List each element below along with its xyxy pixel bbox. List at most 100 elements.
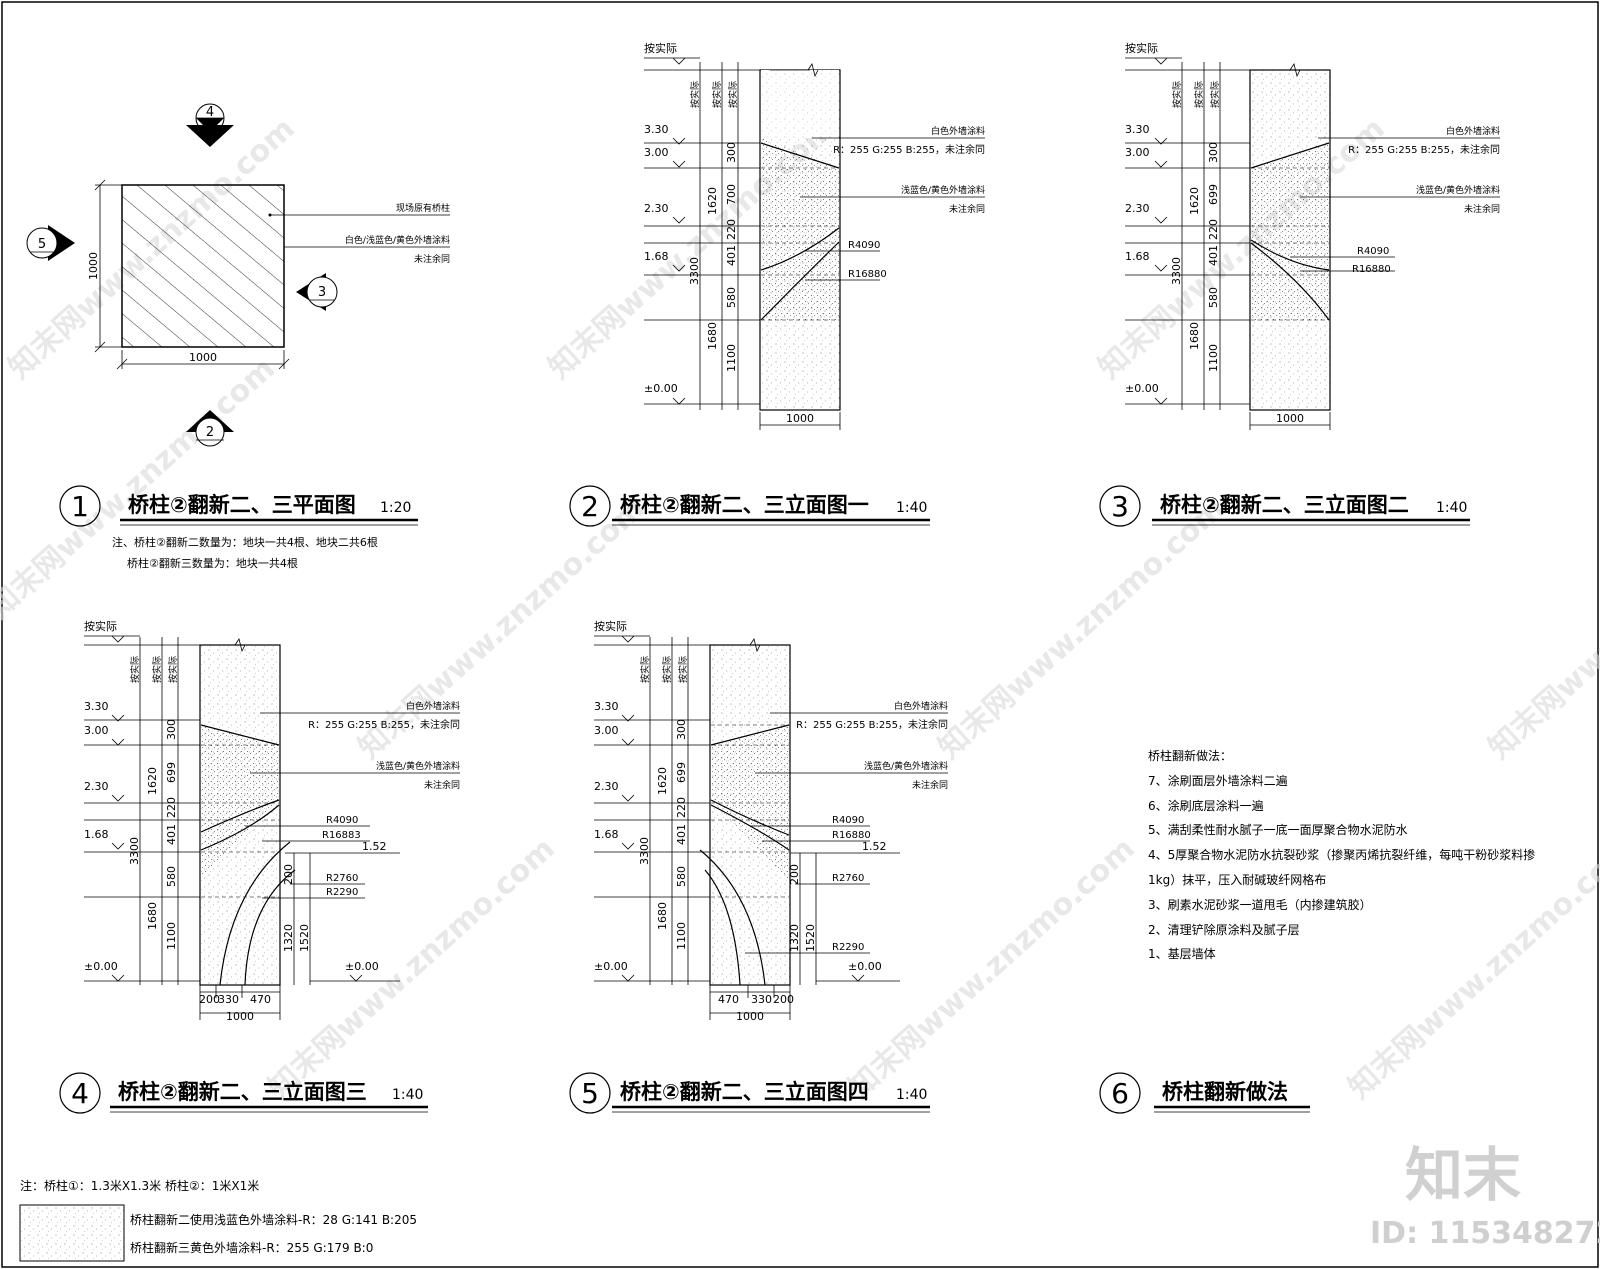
watermark: 知末网www.znzmo.com <box>262 831 562 1106</box>
elevation-2: 按实际 3.30 3.00 2.30 1.68 ±0.00 按实际 按实际 按实… <box>1125 41 1500 430</box>
svg-text:2.30: 2.30 <box>84 780 109 793</box>
svg-text:220: 220 <box>725 219 738 240</box>
svg-text:2.30: 2.30 <box>644 202 669 215</box>
section-mark-2: 2 <box>186 410 234 447</box>
svg-text:R2760: R2760 <box>832 873 864 884</box>
method-step: 1、基层墙体 <box>1148 947 1216 961</box>
svg-text:桥柱②翻新二、三立面图一: 桥柱②翻新二、三立面图一 <box>620 493 869 517</box>
svg-text:3300: 3300 <box>638 837 651 865</box>
plan-dim-width: 1000 <box>189 351 217 364</box>
svg-text:未注余同: 未注余同 <box>1464 203 1500 215</box>
svg-text:按实际: 按实际 <box>661 656 673 683</box>
svg-text:1:40: 1:40 <box>896 1087 927 1103</box>
brand-id: ID: 1153482720 <box>1370 1216 1600 1251</box>
watermark: 知末网www.znzmo.com <box>1342 831 1600 1106</box>
svg-text:R：255 G:255 B:255，未注余同: R：255 G:255 B:255，未注余同 <box>833 143 985 156</box>
svg-text:6: 6 <box>1111 1077 1129 1110</box>
svg-text:1.68: 1.68 <box>594 828 619 841</box>
section-title-3: 3 桥柱②翻新二、三立面图二 1:40 <box>1099 485 1470 527</box>
svg-text:300: 300 <box>675 719 688 740</box>
svg-text:1000: 1000 <box>226 1010 254 1023</box>
svg-text:220: 220 <box>675 797 688 818</box>
label-paint: 白色/浅蓝色/黄色外墙涂料 <box>345 234 450 246</box>
svg-text:1000: 1000 <box>736 1010 764 1023</box>
svg-text:1320: 1320 <box>282 924 295 952</box>
svg-text:2: 2 <box>581 490 599 523</box>
svg-text:330: 330 <box>751 993 772 1006</box>
svg-text:±0.00: ±0.00 <box>644 382 678 395</box>
svg-text:按实际: 按实际 <box>129 656 141 683</box>
bottom-note: 注：桥柱①：1.3米X1.3米 桥柱②：1米X1米 <box>20 1178 259 1193</box>
svg-text:按实际: 按实际 <box>1209 81 1221 108</box>
svg-text:1000: 1000 <box>786 412 814 425</box>
svg-text:699: 699 <box>675 762 688 783</box>
svg-text:R4090: R4090 <box>848 240 880 251</box>
svg-text:按实际: 按实际 <box>151 656 163 683</box>
svg-text:1100: 1100 <box>1207 344 1220 372</box>
legend-item: 桥柱翻新二使用浅蓝色外墙涂料-R：28 G:141 B:205 <box>130 1212 417 1227</box>
svg-text:1620: 1620 <box>706 187 719 215</box>
svg-text:3300: 3300 <box>688 257 701 285</box>
svg-text:2.30: 2.30 <box>594 780 619 793</box>
svg-text:1680: 1680 <box>146 902 159 930</box>
svg-text:1100: 1100 <box>675 922 688 950</box>
svg-text:按实际: 按实际 <box>84 619 117 633</box>
svg-text:按实际: 按实际 <box>167 656 179 683</box>
watermark: 知末网www.znzmo.com <box>1482 491 1600 766</box>
svg-text:浅蓝色/黄色外墙涂料: 浅蓝色/黄色外墙涂料 <box>864 760 948 772</box>
method-step: 3、刷素水泥砂浆一道甩毛（内掺建筑胶） <box>1148 897 1372 912</box>
method-step: 2、清理铲除原涂料及腻子层 <box>1148 922 1300 937</box>
svg-text:401: 401 <box>675 824 688 845</box>
svg-text:R4090: R4090 <box>1357 246 1389 257</box>
svg-text:未注余同: 未注余同 <box>949 203 985 215</box>
svg-text:R：255 G:255 B:255，未注余同: R：255 G:255 B:255，未注余同 <box>308 718 460 731</box>
svg-text:R2760: R2760 <box>326 873 358 884</box>
svg-text:3.30: 3.30 <box>84 700 109 713</box>
svg-text:1.68: 1.68 <box>1125 250 1150 263</box>
svg-text:1520: 1520 <box>804 924 817 952</box>
method-step: 6、涂刷底层涂料一遍 <box>1148 798 1264 813</box>
legend-item: 桥柱翻新三黄色外墙涂料-R：255 G:179 B:0 <box>130 1240 373 1255</box>
svg-text:1100: 1100 <box>725 344 738 372</box>
svg-text:R16880: R16880 <box>1352 264 1391 275</box>
svg-text:桥柱②翻新二、三立面图二: 桥柱②翻新二、三立面图二 <box>1160 493 1409 517</box>
svg-text:±0.00: ±0.00 <box>848 960 882 973</box>
svg-text:按实际: 按实际 <box>1193 81 1205 108</box>
method-title: 桥柱翻新做法： <box>1148 748 1232 763</box>
svg-text:按实际: 按实际 <box>727 81 739 108</box>
svg-text:R16880: R16880 <box>848 269 887 280</box>
svg-text:R16883: R16883 <box>322 830 361 841</box>
svg-text:4: 4 <box>71 1077 89 1110</box>
svg-text:1.68: 1.68 <box>84 828 109 841</box>
svg-text:1680: 1680 <box>656 902 669 930</box>
section-mark-4: 4 <box>186 103 234 147</box>
svg-text:桥柱②翻新二、三立面图四: 桥柱②翻新二、三立面图四 <box>620 1080 869 1104</box>
svg-text:1:40: 1:40 <box>1436 500 1467 516</box>
method-step: 4、5厚聚合物水泥防水抗裂砂浆（掺聚丙烯抗裂纤维，每吨干粉砂浆料掺 <box>1148 847 1535 862</box>
svg-text:1620: 1620 <box>146 767 159 795</box>
svg-text:3.00: 3.00 <box>594 724 619 737</box>
svg-text:580: 580 <box>165 866 178 887</box>
svg-text:5: 5 <box>581 1077 599 1110</box>
elevation-3: 按实际 3.30 3.00 2.30 1.68 ±0.00 按实际 按实际 按实… <box>84 619 460 1023</box>
watermark: 知末网www.znzmo.com <box>0 351 282 626</box>
section-title-6: 6 桥柱翻新做法 <box>1099 1072 1310 1114</box>
svg-text:1680: 1680 <box>1188 322 1201 350</box>
svg-text:±0.00: ±0.00 <box>84 960 118 973</box>
svg-text:220: 220 <box>165 797 178 818</box>
svg-text:按实际: 按实际 <box>639 656 651 683</box>
plan-note-2: 桥柱②翻新三数量为：地块一共4根 <box>127 556 298 570</box>
svg-text:白色外墙涂料: 白色外墙涂料 <box>406 700 460 712</box>
svg-text:401: 401 <box>725 245 738 266</box>
svg-text:1620: 1620 <box>656 767 669 795</box>
svg-text:200: 200 <box>788 864 801 885</box>
svg-text:按实际: 按实际 <box>594 619 627 633</box>
svg-text:±0.00: ±0.00 <box>345 960 379 973</box>
svg-text:3.00: 3.00 <box>1125 146 1150 159</box>
svg-text:1.68: 1.68 <box>644 250 669 263</box>
svg-text:白色外墙涂料: 白色外墙涂料 <box>894 700 948 712</box>
svg-text:470: 470 <box>250 993 271 1006</box>
svg-text:3.00: 3.00 <box>644 146 669 159</box>
svg-text:按实际: 按实际 <box>1125 41 1158 55</box>
